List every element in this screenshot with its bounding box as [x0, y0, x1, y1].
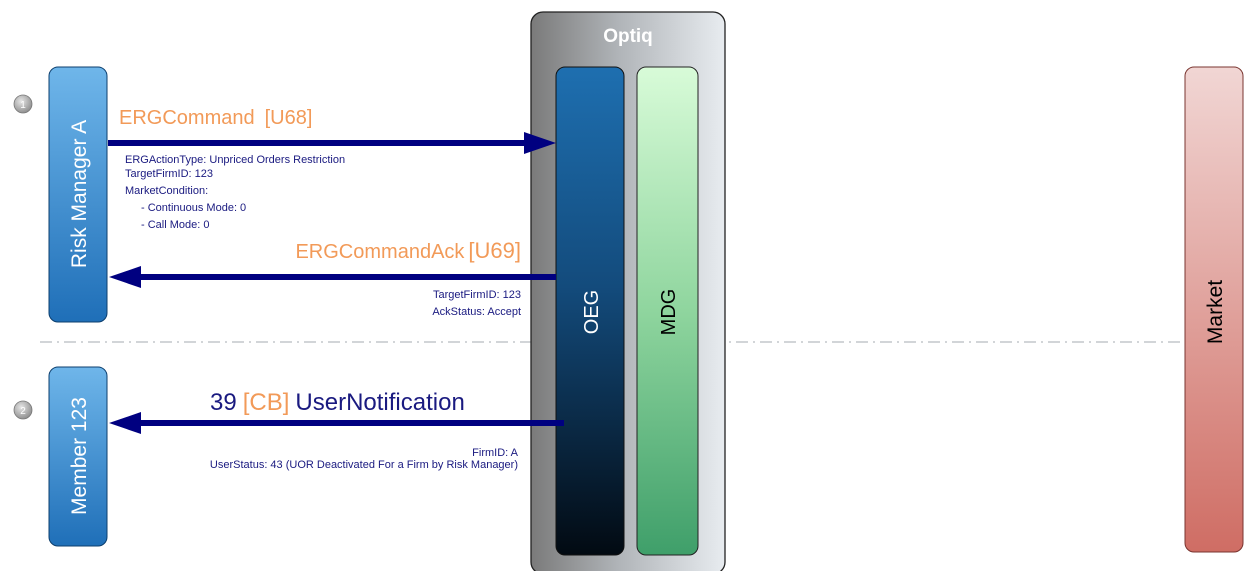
actor-market: Market: [1184, 66, 1244, 553]
user-notification-details: FirmID: A UserStatus: 43 (UOR Deactivate…: [210, 447, 519, 471]
erg-command-arrow: [108, 132, 556, 154]
step-1-number: 1: [20, 100, 26, 111]
user-notification-name: UserNotification: [295, 389, 464, 416]
erg-command-name: ERGCommand: [119, 107, 255, 129]
step-2-bullet: 2: [13, 400, 33, 420]
optiq-title: Optiq: [603, 26, 653, 47]
erg-command-ack-title: ERGCommandAck[U69]: [295, 238, 521, 263]
erg-command-ack-name: ERGCommandAck: [295, 241, 465, 263]
erg-command-title: ERGCommand [U68]: [119, 107, 312, 129]
erg-command-detail: - Continuous Mode: 0: [141, 202, 246, 214]
erg-command-detail: TargetFirmID: 123: [125, 168, 213, 180]
actor-risk-manager-label: Risk Manager A: [68, 120, 91, 268]
user-notification-arrow: [109, 412, 564, 434]
user-notification-title: 39[CB]UserNotification: [210, 389, 465, 416]
erg-command-ack-code: [U69]: [468, 238, 521, 263]
erg-command-ack-details: TargetFirmID: 123 AckStatus: Accept: [432, 289, 521, 318]
user-notification-code: [CB]: [243, 389, 290, 416]
step-1-bullet: 1: [13, 94, 33, 114]
actor-market-label: Market: [1204, 280, 1227, 344]
actor-risk-manager: Risk Manager A: [48, 66, 108, 323]
step-2-number: 2: [20, 406, 26, 417]
actor-member-label: Member 123: [68, 397, 91, 515]
actor-member: Member 123: [48, 366, 108, 547]
erg-command-detail: ERGActionType: Unpriced Orders Restricti…: [125, 154, 345, 166]
mdg-label: MDG: [658, 289, 680, 336]
erg-command-details: ERGActionType: Unpriced Orders Restricti…: [125, 154, 345, 231]
erg-command-ack-detail: AckStatus: Accept: [432, 306, 521, 318]
erg-command-ack-detail: TargetFirmID: 123: [433, 289, 521, 301]
erg-command-detail: MarketCondition:: [125, 185, 208, 197]
erg-command-ack-arrow: [109, 266, 556, 288]
user-notification-prefix: 39: [210, 389, 237, 416]
erg-command-detail: - Call Mode: 0: [141, 219, 209, 231]
erg-command-code: [U68]: [265, 107, 313, 129]
user-notification-detail: UserStatus: 43 (UOR Deactivated For a Fi…: [210, 459, 518, 471]
user-notification-detail: FirmID: A: [472, 447, 518, 459]
oeg-label: OEG: [581, 290, 603, 334]
oeg-gateway: OEG: [555, 66, 625, 556]
mdg-gateway: MDG: [636, 66, 699, 556]
